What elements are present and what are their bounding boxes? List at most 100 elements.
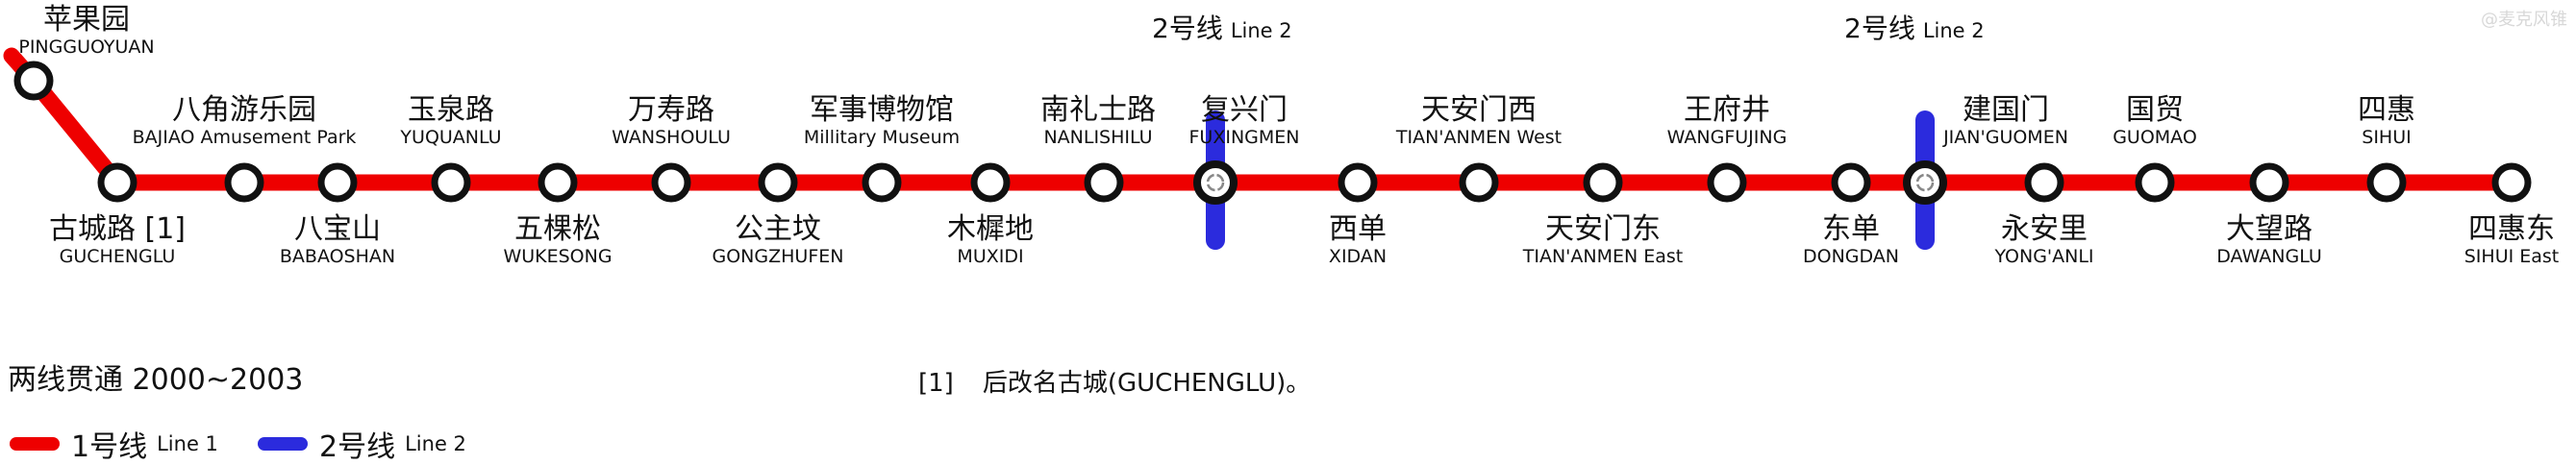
station-label-guomao: 国贸 GUOMAO	[2113, 93, 2197, 148]
station-name-en: WANGFUJING	[1666, 126, 1788, 148]
station-name-en: DONGDAN	[1802, 245, 1900, 267]
station-name-cn: 王府井	[1683, 93, 1770, 127]
station-marker	[651, 162, 691, 203]
station-label-guchenglu: 古城路 [1] GUCHENGLU	[48, 212, 187, 267]
station-name-cn: 木樨地	[947, 212, 1034, 246]
station-name-cn: 西单	[1328, 212, 1387, 246]
station-name-cn: 天安门东	[1544, 212, 1661, 246]
station-name-en: DAWANGLU	[2216, 245, 2322, 267]
station-name-cn: 大望路	[2225, 212, 2313, 246]
station-name-en: NANLISHILU	[1043, 126, 1153, 148]
legend-title: 两线贯通 2000~2003	[8, 363, 304, 397]
station-label-yonganli: 永安里 YONG'ANLI	[1994, 212, 2093, 267]
station-name-cn: 玉泉路	[407, 93, 494, 127]
legend-line2-cn: 2号线	[319, 430, 396, 464]
station-name-en: TIAN'ANMEN East	[1522, 245, 1684, 267]
station-name-cn: 四惠东	[2468, 212, 2555, 246]
station-label-babaoshan: 八宝山 BABAOSHAN	[279, 212, 396, 267]
station-marker	[224, 162, 264, 203]
station-marker	[1831, 162, 1871, 203]
station-marker	[1338, 162, 1378, 203]
footnote-mark: [1]	[918, 369, 954, 398]
footnote: [1] 后改名古城(GUCHENGLU)。	[918, 363, 1311, 399]
line2-title-cn: 2号线	[1152, 12, 1223, 44]
station-name-en: YUQUANLU	[400, 126, 502, 148]
station-name-cn: 建国门	[1963, 93, 2049, 127]
station-label-wukesong: 五棵松 WUKESONG	[503, 212, 613, 267]
station-name-en: WANSHOULU	[612, 126, 731, 148]
station-label-military-museum: 军事博物馆 Millitary Museum	[803, 93, 961, 148]
station-marker	[862, 162, 902, 203]
station-name-cn: 天安门西	[1421, 93, 1537, 127]
station-name-cn: 东单	[1822, 212, 1880, 246]
line2-title-en: Line 2	[1922, 19, 1985, 42]
station-marker	[2366, 162, 2407, 203]
station-label-pingguoyuan: 苹果园 PINGGUOYUAN	[18, 3, 154, 58]
station-name-cn: 八角游乐园	[171, 93, 316, 127]
station-name-en: TIAN'ANMEN West	[1395, 126, 1563, 148]
legend-item-line2: 2号线 Line 2	[258, 423, 466, 465]
station-marker	[538, 162, 578, 203]
line2-swatch	[258, 437, 308, 451]
station-marker	[13, 61, 54, 101]
station-label-jianguomen: 建国门 JIAN'GUOMEN	[1943, 93, 2068, 148]
station-name-cn: 四惠	[2358, 93, 2415, 127]
station-label-dongdan: 东单 DONGDAN	[1802, 212, 1900, 267]
station-marker	[2491, 162, 2532, 203]
station-name-en: GONGZHUFEN	[712, 245, 844, 267]
station-marker	[970, 162, 1011, 203]
station-name-cn: 万寿路	[628, 93, 714, 127]
station-name-cn: 南礼士路	[1040, 93, 1156, 127]
station-name-en: BABAOSHAN	[279, 245, 396, 267]
station-label-bajiao: 八角游乐园 BAJIAO Amusement Park	[132, 93, 357, 148]
station-marker	[1583, 162, 1623, 203]
transfer-station-marker	[1193, 160, 1238, 205]
station-marker	[97, 162, 138, 203]
station-name-en: GUOMAO	[2113, 126, 2197, 148]
transfer-icon	[1206, 173, 1225, 192]
station-name-en: SIHUI East	[2463, 245, 2560, 267]
station-name-en: JIAN'GUOMEN	[1943, 126, 2068, 148]
station-marker	[758, 162, 798, 203]
station-marker	[1459, 162, 1499, 203]
station-name-cn: 军事博物馆	[810, 93, 954, 127]
station-name-en: BAJIAO Amusement Park	[132, 126, 357, 148]
station-name-en: MUXIDI	[957, 245, 1024, 267]
station-label-nanlishilu: 南礼士路 NANLISHILU	[1040, 93, 1156, 148]
footnote-text: 后改名古城(GUCHENGLU)。	[982, 369, 1312, 398]
station-name-cn: 公主坟	[734, 212, 821, 246]
station-label-tiananmen-west: 天安门西 TIAN'ANMEN West	[1395, 93, 1563, 148]
station-marker	[2249, 162, 2289, 203]
line2-title-cn: 2号线	[1844, 12, 1915, 44]
line1-swatch	[10, 437, 60, 451]
line2-title-jianguomen: 2号线 Line 2	[1844, 8, 1985, 46]
station-name-en: GUCHENGLU	[59, 245, 176, 267]
station-marker	[317, 162, 358, 203]
legend-line2-en: Line 2	[405, 432, 466, 455]
station-name-cn: 国贸	[2125, 93, 2184, 127]
legend-item-line1: 1号线 Line 1	[10, 423, 218, 465]
station-marker	[1084, 162, 1124, 203]
station-name-cn: 苹果园	[43, 3, 130, 37]
station-name-cn: 八宝山	[294, 212, 381, 246]
station-label-xidan: 西单 XIDAN	[1328, 212, 1388, 267]
station-name-en: XIDAN	[1328, 245, 1388, 267]
station-name-cn: 古城路 [1]	[48, 212, 187, 246]
transfer-station-marker	[1903, 160, 1947, 205]
station-label-sihui-east: 四惠东 SIHUI East	[2463, 212, 2560, 267]
station-name-cn: 复兴门	[1200, 93, 1288, 127]
legend-line1-en: Line 1	[157, 432, 218, 455]
station-marker	[2135, 162, 2175, 203]
station-name-en: Millitary Museum	[803, 126, 961, 148]
station-marker	[1707, 162, 1747, 203]
station-marker	[2024, 162, 2064, 203]
station-label-wanshoulu: 万寿路 WANSHOULU	[612, 93, 731, 148]
station-name-en: WUKESONG	[503, 245, 613, 267]
station-name-cn: 永安里	[2001, 212, 2088, 246]
station-label-wangfujing: 王府井 WANGFUJING	[1666, 93, 1788, 148]
station-name-en: FUXINGMEN	[1188, 126, 1300, 148]
station-label-yuquanlu: 玉泉路 YUQUANLU	[400, 93, 502, 148]
watermark: @麦克风锥	[2481, 10, 2567, 30]
station-name-cn: 五棵松	[513, 212, 601, 246]
